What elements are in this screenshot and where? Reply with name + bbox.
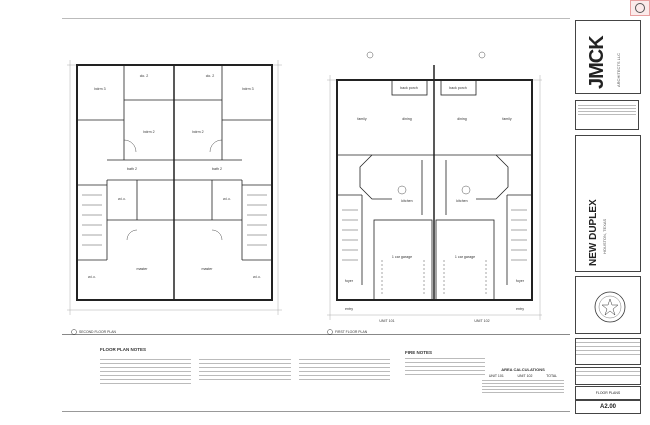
room-label: master: [137, 267, 149, 271]
room-label: clo. 2: [206, 74, 215, 78]
room-label: bath 2: [127, 167, 137, 171]
room-label: w.i.c.: [223, 197, 231, 201]
floor-plan-notes: FLOOR PLAN NOTES: [100, 347, 390, 387]
fire-notes-title: FIRE NOTES: [405, 350, 433, 355]
area-col-unit-101: UNIT 101: [488, 374, 504, 378]
drawing-sheet: [62, 18, 570, 412]
room-label: foyer: [345, 279, 354, 283]
room-label: entry: [345, 307, 353, 311]
room-label: bdrm 2: [143, 130, 154, 134]
area-col-total: TOTAL: [546, 374, 558, 378]
project-address: HOUSTON, TEXAS: [602, 218, 607, 254]
revisions-box: [575, 338, 641, 365]
floor-plans: bdrm 3 clo. 2 bdrm 2 bdrm 2 clo. 2 bdrm …: [67, 51, 542, 335]
room-label: master: [202, 267, 214, 271]
seal-box: [575, 276, 641, 334]
sheet-title: FLOOR PLANS: [595, 391, 621, 395]
room-label: kitchen: [456, 199, 467, 203]
sheet-number: A2.00: [599, 404, 616, 410]
firm-logo-box: JMCK ARCHITECTS LLC: [575, 20, 641, 94]
room-label: bdrm 3: [94, 87, 105, 91]
plan-titles: SECOND FLOOR PLAN FIRST FLOOR PLAN: [71, 329, 368, 335]
project-box: NEW DUPLEX HOUSTON, TEXAS: [575, 135, 641, 272]
room-label: kitchen: [401, 199, 412, 203]
room-label: family: [502, 117, 512, 121]
room-label: back porch: [400, 86, 418, 90]
room-label: bdrm 3: [242, 87, 253, 91]
room-label: UNIT 102: [474, 319, 489, 323]
firm-subtitle: ARCHITECTS LLC: [616, 52, 621, 87]
sheet-info-box: [575, 367, 641, 385]
room-label: dining: [402, 117, 412, 121]
room-label: foyer: [516, 279, 525, 283]
sheet-number-box: A2.00: [575, 400, 641, 414]
first-floor-plan: [336, 51, 533, 301]
first-floor-room-labels: back porch back porch family dining dini…: [345, 86, 525, 323]
notes-divider: [62, 334, 570, 335]
room-label: bath 2: [212, 167, 222, 171]
general-notes-box: [575, 100, 639, 130]
sheet-title-box: FLOOR PLANS: [575, 386, 641, 400]
project-title: NEW DUPLEX: [588, 199, 599, 266]
architect-seal: [594, 291, 626, 323]
room-label: w.i.c.: [88, 275, 96, 279]
room-label: bdrm 2: [192, 130, 203, 134]
room-label: w.i.c.: [253, 275, 261, 279]
room-label: SECOND FLOOR PLAN: [79, 330, 116, 334]
room-label: FIRST FLOOR PLAN: [335, 330, 368, 334]
room-label: w.i.c.: [118, 197, 126, 201]
room-label: clo. 2: [140, 74, 149, 78]
room-label: family: [357, 117, 367, 121]
area-calculations: AREA CALCULATIONS UNIT 101 UNIT 102 TOTA…: [482, 367, 564, 395]
room-label: back porch: [449, 86, 467, 90]
stamp-badge: [630, 0, 650, 16]
room-label: UNIT 101: [379, 319, 394, 323]
title-block: JMCK ARCHITECTS LLC NEW DUPLEX HOUSTON, …: [575, 20, 641, 414]
second-floor-room-labels: bdrm 3 clo. 2 bdrm 2 bdrm 2 clo. 2 bdrm …: [88, 74, 261, 279]
firm-logo: JMCK: [586, 36, 608, 89]
room-label: 1 car garage: [455, 255, 475, 259]
fire-notes: FIRE NOTES: [405, 350, 485, 378]
room-label: entry: [516, 307, 524, 311]
area-col-unit-102: UNIT 102: [517, 374, 533, 378]
area-calculations-title: AREA CALCULATIONS: [501, 367, 545, 372]
second-floor-plan: [76, 64, 273, 301]
room-label: dining: [457, 117, 467, 121]
floor-plan-notes-title: FLOOR PLAN NOTES: [100, 347, 146, 352]
room-label: 1 car garage: [392, 255, 412, 259]
